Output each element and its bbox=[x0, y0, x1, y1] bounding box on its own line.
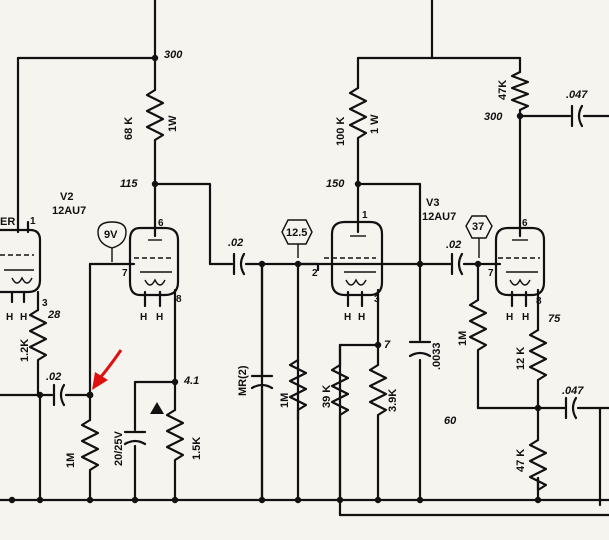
tube-v3 bbox=[324, 220, 384, 308]
voltage-28: 28 bbox=[47, 309, 61, 321]
tube-v3-right bbox=[494, 226, 546, 308]
resistor-39k-symbol bbox=[330, 363, 350, 422]
tube-v1-partial-name: ER bbox=[0, 216, 15, 228]
resistor-1-5k-symbol bbox=[165, 408, 185, 472]
resistor-1m-mid-symbol bbox=[288, 358, 308, 422]
voltage-7: 7 bbox=[384, 339, 391, 351]
v2-pin-6: 6 bbox=[158, 218, 164, 229]
capacitor-047-bottom-symbol bbox=[564, 396, 578, 420]
cap-mr2-label: MR(2) bbox=[237, 365, 249, 396]
voltage-60: 60 bbox=[444, 415, 457, 427]
resistor-47k-top-symbol bbox=[510, 70, 530, 112]
res-1-2k-label: 1.2K bbox=[19, 339, 31, 362]
tube-v3-name: V3 bbox=[426, 197, 439, 209]
cap-0033-label: .0033 bbox=[431, 342, 443, 370]
junctions bbox=[8, 54, 542, 504]
resistor-1-2k-symbol bbox=[28, 308, 48, 367]
v2-heater-1: H bbox=[140, 312, 147, 323]
tube-v1-partial bbox=[0, 220, 42, 304]
cap-047-top-label: .047 bbox=[566, 89, 588, 101]
res-3-9k-label: 3.9K bbox=[387, 389, 399, 412]
capacitor-02-right-symbol bbox=[450, 252, 464, 276]
v2-pin-8: 8 bbox=[176, 294, 182, 305]
v2-pin-7: 7 bbox=[122, 268, 128, 279]
res-1m-mid-label: 1M bbox=[279, 393, 291, 408]
v1-pin-3: 3 bbox=[42, 298, 48, 309]
v1-pin-1: 1 bbox=[30, 216, 36, 227]
tube-v2-name: V2 bbox=[60, 191, 73, 203]
resistor-1m-left-symbol bbox=[80, 418, 100, 482]
res-47k-bottom-label: 47 K bbox=[515, 449, 527, 472]
triangle-marker-icon bbox=[150, 402, 164, 414]
badge-37-icon bbox=[465, 215, 493, 239]
cap-047-bottom-label: .047 bbox=[562, 385, 584, 397]
capacitor-20-25v-symbol bbox=[123, 430, 147, 446]
capacitor-02-left-symbol bbox=[52, 383, 66, 407]
v3r-heater-2: H bbox=[522, 312, 529, 323]
res-100k-watt: 1 W bbox=[369, 114, 381, 134]
voltage-150: 150 bbox=[326, 178, 345, 190]
badge-12-5-text: 12.5 bbox=[286, 227, 307, 239]
voltage-115: 115 bbox=[120, 178, 138, 190]
capacitor-047-top-symbol bbox=[570, 104, 584, 128]
v3-heater-2: H bbox=[358, 312, 365, 323]
resistor-3-9k-symbol bbox=[368, 363, 388, 422]
v3-heater-1: H bbox=[344, 312, 351, 323]
wires bbox=[0, 0, 609, 517]
res-1m-left-label: 1M bbox=[65, 453, 77, 468]
badge-9v-icon bbox=[97, 221, 127, 249]
resistor-1m-right-symbol bbox=[468, 298, 488, 362]
capacitor-mr2-symbol bbox=[250, 374, 274, 390]
capacitor-0033-symbol bbox=[408, 340, 432, 358]
v3r-heater-1: H bbox=[506, 312, 513, 323]
res-39k-label: 39 K bbox=[321, 385, 333, 408]
red-annotation-arrow-icon bbox=[92, 349, 123, 390]
v1-heater-2: H bbox=[20, 312, 27, 323]
resistor-68k-symbol bbox=[145, 88, 165, 152]
v3-pin-3: 3 bbox=[374, 294, 380, 305]
v2-heater-2: H bbox=[156, 312, 163, 323]
v3-pin-2: 2 bbox=[312, 268, 318, 279]
capacitor-symbols bbox=[52, 104, 584, 446]
v3r-pin-6: 6 bbox=[522, 218, 528, 229]
badge-9v-text: 9V bbox=[104, 229, 118, 241]
v3r-pin-7: 7 bbox=[488, 268, 494, 279]
resistor-47k-bottom-symbol bbox=[528, 438, 548, 492]
cap-02-left-label: .02 bbox=[46, 371, 61, 383]
resistor-symbols bbox=[28, 70, 548, 492]
badge-37-text: 37 bbox=[472, 221, 484, 233]
resistor-100k-symbol bbox=[348, 86, 368, 147]
capacitor-02-mid-symbol bbox=[232, 252, 246, 276]
res-1-5k-label: 1.5K bbox=[191, 437, 203, 460]
res-12k-label: 12 K bbox=[515, 347, 527, 370]
res-47k-top-label: 47K bbox=[497, 80, 509, 100]
cap-20-25v-label: 20/25V bbox=[113, 430, 125, 466]
res-1m-right-label: 1M bbox=[457, 331, 469, 346]
v3r-pin-8: 8 bbox=[536, 296, 542, 307]
resistor-12k-symbol bbox=[528, 328, 548, 382]
cap-02-mid-label: .02 bbox=[228, 237, 243, 249]
res-68k-watt: 1W bbox=[167, 115, 179, 132]
tube-v2-type: 12AU7 bbox=[52, 205, 86, 217]
voltage-300-right: 300 bbox=[484, 111, 503, 123]
v1-heater-1: H bbox=[6, 312, 13, 323]
voltage-300-left: 300 bbox=[164, 49, 183, 61]
badge-12-5-icon bbox=[281, 219, 313, 245]
voltage-badges bbox=[97, 215, 493, 262]
voltage-4-1: 4.1 bbox=[183, 375, 199, 387]
res-68k-label: 68 K bbox=[123, 117, 135, 140]
v3-pin-1: 1 bbox=[362, 210, 368, 221]
tube-v2 bbox=[126, 226, 180, 308]
tube-v3-type: 12AU7 bbox=[422, 211, 456, 223]
labels: V2 12AU7 V3 12AU7 ER 300 115 150 300 4.1… bbox=[0, 49, 588, 472]
voltage-75: 75 bbox=[548, 313, 561, 325]
cap-02-right-label: .02 bbox=[446, 239, 461, 251]
res-100k-label: 100 K bbox=[335, 117, 347, 146]
